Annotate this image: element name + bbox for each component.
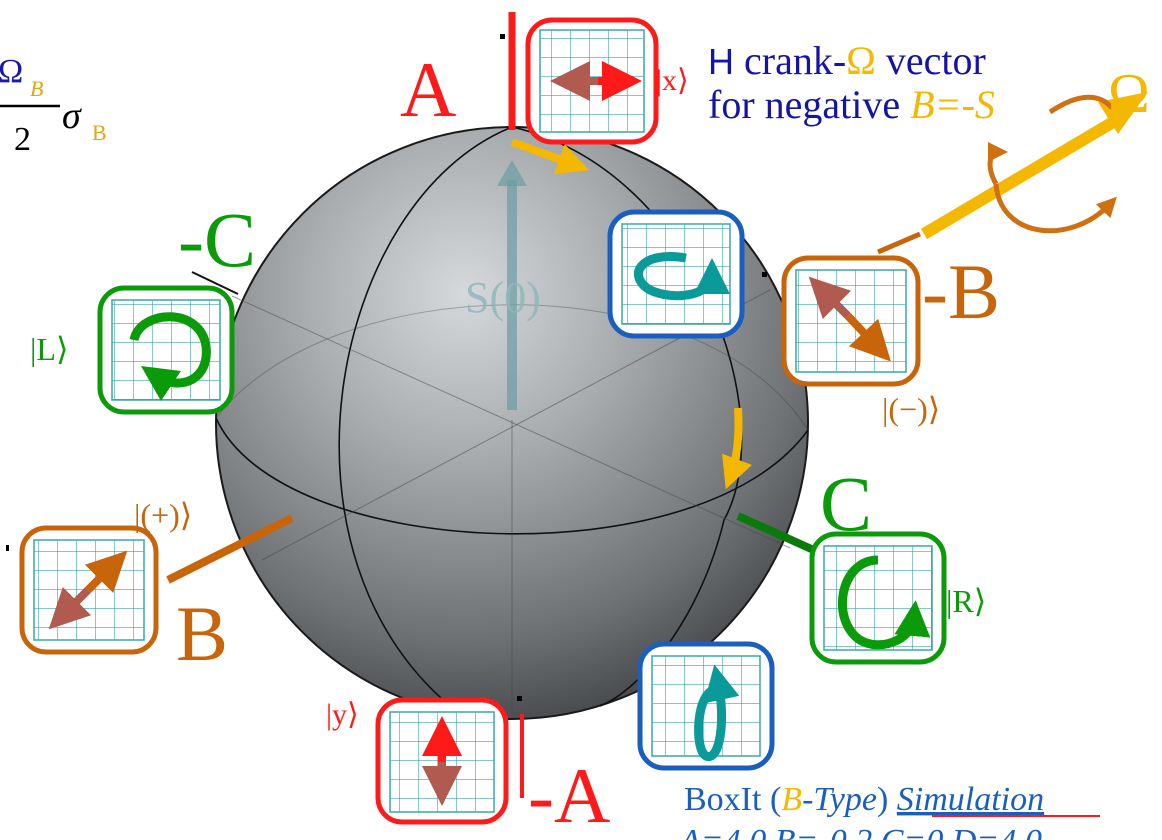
pt-3 (517, 696, 522, 701)
title-line2-prefix: for negative (708, 82, 910, 127)
label-omega: Ω (1108, 63, 1150, 125)
state-box-l (100, 288, 232, 412)
formula-denominator: 2 (14, 121, 31, 158)
caption-btype-b: B (781, 781, 802, 818)
axis-neg-b-line (878, 234, 920, 252)
formula: Ω B 2 σ B (0, 53, 107, 158)
label-neg-b: -B (922, 248, 1000, 335)
state-label-minus: |(−)⟩ (882, 391, 940, 427)
pt-1 (500, 34, 505, 39)
label-neg-c: -C (178, 196, 256, 283)
omega-rotation-tip (990, 152, 998, 184)
state-label-r: |R⟩ (946, 583, 986, 619)
state-label-l: |L⟩ (30, 331, 68, 367)
state-box-y (378, 700, 506, 822)
label-a: A (400, 46, 456, 133)
state-label-y: |y⟩ (326, 698, 359, 731)
s0-label: S(0) (465, 273, 541, 322)
caption-boxit: BoxIt ( (684, 781, 781, 818)
label-b: B (176, 590, 228, 677)
caption-close: ) (877, 781, 897, 818)
formula-sub-b2: B (92, 120, 107, 145)
pt-2 (762, 272, 767, 277)
title-crank: crank- (734, 38, 846, 83)
state-label-x: |x⟩ (656, 64, 689, 97)
title-omega: Ω (846, 38, 876, 83)
state-box-x (528, 20, 656, 142)
formula-omega: Ω (0, 53, 23, 90)
omega-rotation-front (996, 184, 1110, 231)
svg-text:BoxIt (B-Type) Simulation: BoxIt (B-Type) Simulation (684, 781, 1044, 818)
label-c: C (820, 460, 872, 547)
svg-text:H crank-Ω vector: H crank-Ω vector (708, 38, 986, 83)
caption: BoxIt (B-Type) Simulation A=4.0 B=-0.2 C… (678, 781, 1100, 840)
pt-4 (6, 545, 9, 551)
state-box-plus (22, 528, 156, 652)
title-line2-expr: B=-S (910, 82, 995, 127)
state-box-minus (784, 258, 918, 384)
state-box-trajectory-1 (610, 212, 742, 336)
title-vector: vector (876, 38, 986, 83)
caption-simulation[interactable]: Simulation (897, 781, 1044, 818)
svg-text:for negative B=-S: for negative B=-S (708, 82, 995, 127)
label-neg-a: -A (528, 752, 610, 839)
title-h: H (708, 41, 734, 82)
caption-params: A=4.0 B=-0.2 C=0 D=4.0 (678, 823, 1042, 840)
title: H crank-Ω vector for negative B=-S (708, 38, 995, 127)
formula-sub-b: B (30, 76, 43, 101)
state-label-plus: |(+)⟩ (134, 497, 192, 533)
state-box-trajectory-2 (640, 644, 772, 768)
formula-sigma: σ (62, 95, 82, 137)
caption-btype-rest: -Type (802, 781, 877, 818)
state-box-r (812, 534, 944, 662)
